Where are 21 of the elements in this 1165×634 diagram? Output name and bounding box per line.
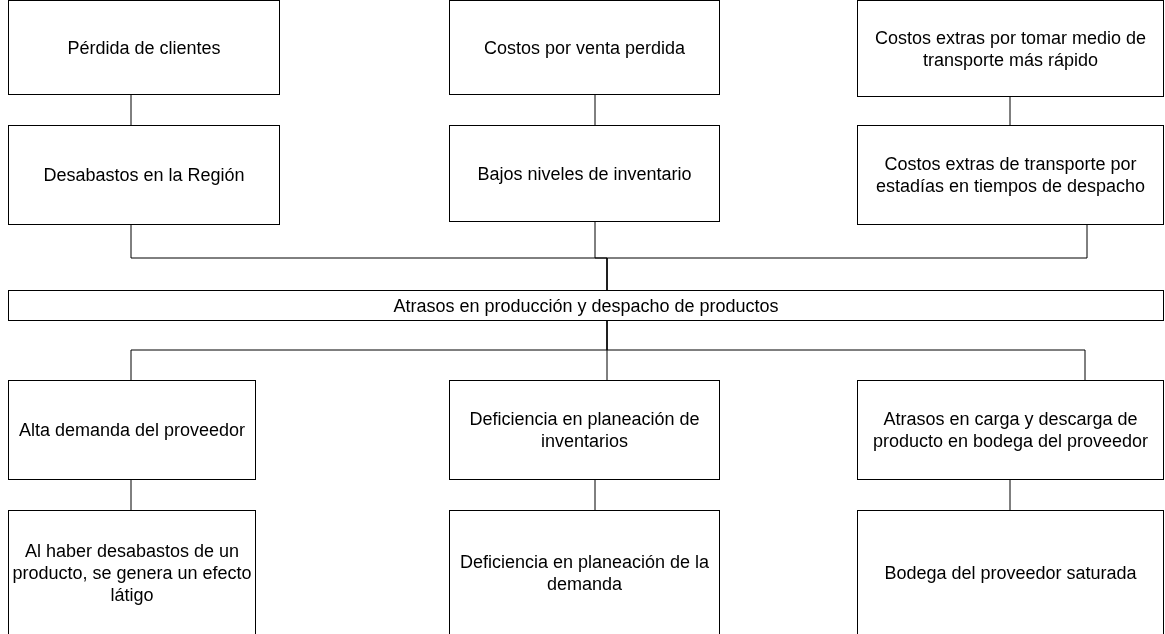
connector-line (594, 94, 596, 126)
text-box: Deficiencia en planeación de la demanda (449, 510, 720, 634)
connector-line (606, 320, 1086, 381)
text-box: Al haber desabastos de un producto, se genera un efecto látigo (8, 510, 256, 634)
connector-line (130, 479, 132, 511)
connector-line (130, 94, 132, 126)
text-box: Atrasos en producción y despacho de productos (8, 290, 1164, 321)
text-box: Desabastos en la Región (8, 125, 280, 225)
text-box: Pérdida de clientes (8, 0, 280, 95)
connector-line (1009, 96, 1011, 126)
connector-line (594, 479, 596, 511)
text-box: Atrasos en carga y descarga de producto en bodega del proveedor (857, 380, 1164, 480)
text-box: Alta demanda del proveedor (8, 380, 256, 480)
text-box: Bodega del proveedor saturada (857, 510, 1164, 634)
text-box: Bajos niveles de inventario (449, 125, 720, 222)
connector-line (606, 224, 1088, 291)
text-box: Costos extras por tomar medio de transporte más rápido (857, 0, 1164, 97)
text-box: Deficiencia en planeación de inventarios (449, 380, 720, 480)
text-box: Costos extras de transporte por estadías en tiempos de despacho (857, 125, 1164, 225)
text-box: Costos por venta perdida (449, 0, 720, 95)
connector-line (1009, 479, 1011, 511)
